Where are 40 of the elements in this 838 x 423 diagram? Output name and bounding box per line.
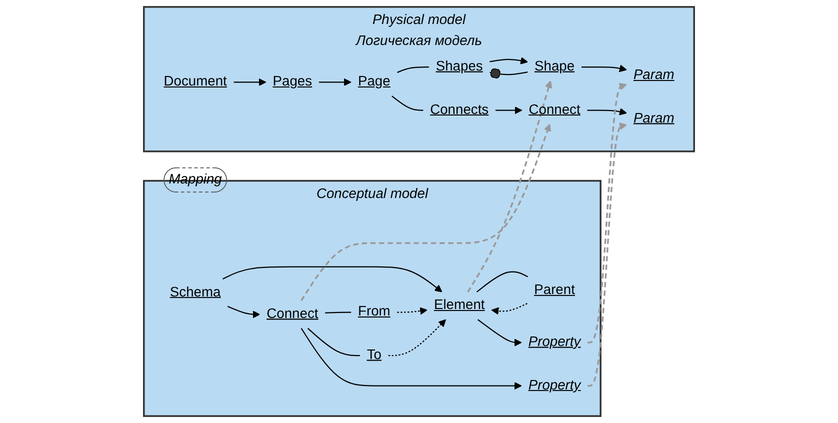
connector — [392, 96, 424, 111]
arrow — [227, 306, 260, 318]
node-text: Pages — [272, 74, 312, 90]
arrow — [467, 80, 552, 292]
arrow — [588, 82, 627, 344]
node-text: From — [358, 304, 390, 320]
arrow — [496, 106, 522, 114]
arrow — [234, 78, 266, 86]
node-text: Document — [164, 74, 227, 90]
node-text: Shapes — [436, 59, 483, 74]
connector — [490, 68, 528, 79]
arrow — [300, 124, 552, 302]
connector — [476, 271, 528, 292]
node-text: Schema — [170, 285, 221, 300]
node-text: Page — [358, 74, 390, 90]
arrow — [222, 266, 442, 292]
node-text: Element — [434, 298, 485, 313]
connector — [325, 312, 352, 314]
connector — [307, 328, 360, 356]
arrow — [397, 307, 428, 315]
arrow — [318, 78, 352, 86]
node-text: Parent — [534, 282, 575, 298]
arrow — [587, 108, 627, 116]
node-text: Param — [633, 111, 674, 126]
arrow — [581, 64, 627, 72]
arrow — [491, 302, 528, 315]
arrow — [490, 56, 528, 64]
arrow — [300, 328, 522, 390]
arrow — [478, 319, 522, 346]
connector — [397, 66, 429, 73]
node-text: Connect — [266, 306, 318, 322]
node-text: Property — [528, 334, 581, 350]
arrow — [388, 319, 446, 356]
node-text: Shape — [534, 59, 575, 74]
arrow — [588, 122, 627, 387]
node-text: Property — [528, 378, 581, 393]
node-text: Param — [633, 68, 674, 83]
node-text: Connects — [430, 102, 489, 118]
node-text: To — [366, 348, 382, 362]
node-text: Connect — [528, 102, 580, 118]
